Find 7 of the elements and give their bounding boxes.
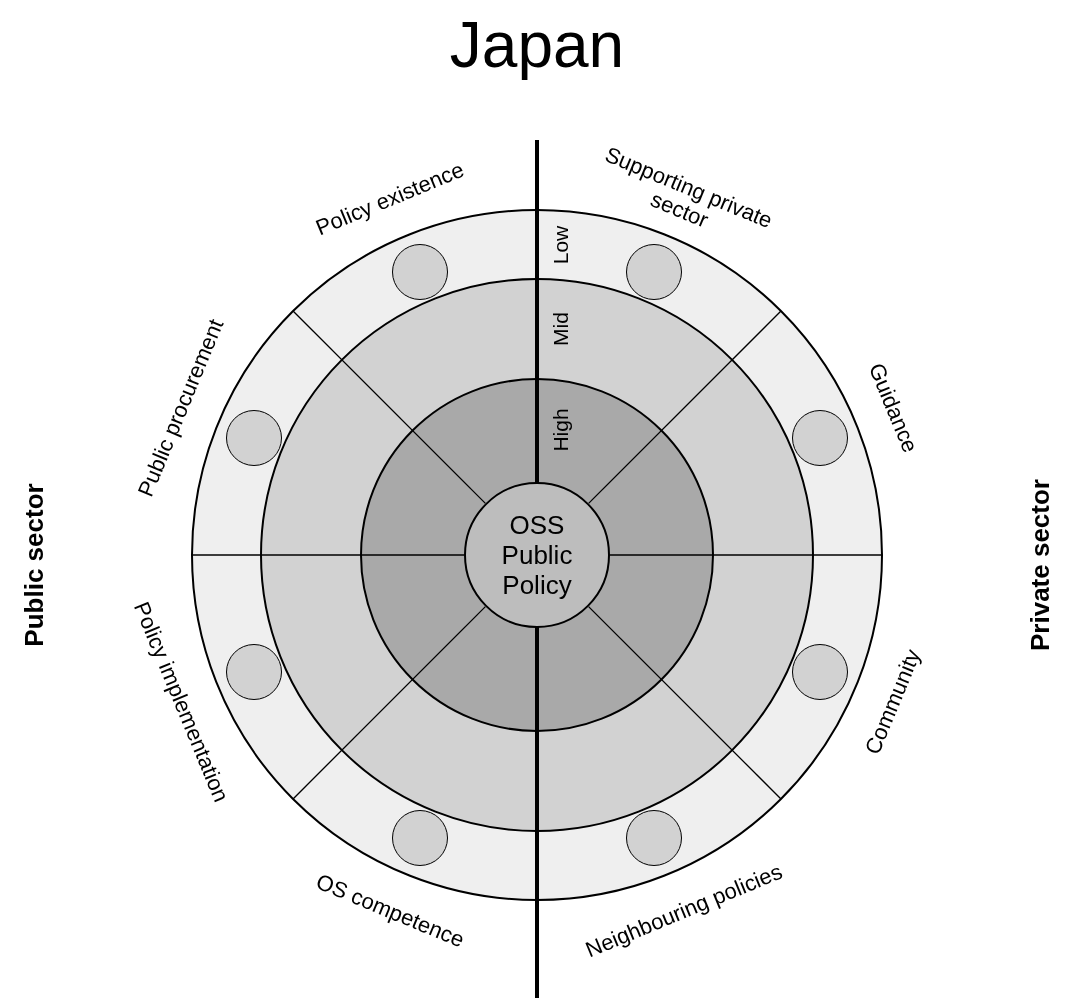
- level-label: Mid: [549, 312, 573, 346]
- title: Japan: [449, 8, 625, 82]
- center-label: OSS Public Policy: [500, 510, 574, 600]
- sector-label: Public sector: [18, 483, 50, 647]
- level-label: Low: [549, 225, 573, 265]
- sector-label: Private sector: [1024, 479, 1056, 651]
- level-label: High: [549, 408, 573, 452]
